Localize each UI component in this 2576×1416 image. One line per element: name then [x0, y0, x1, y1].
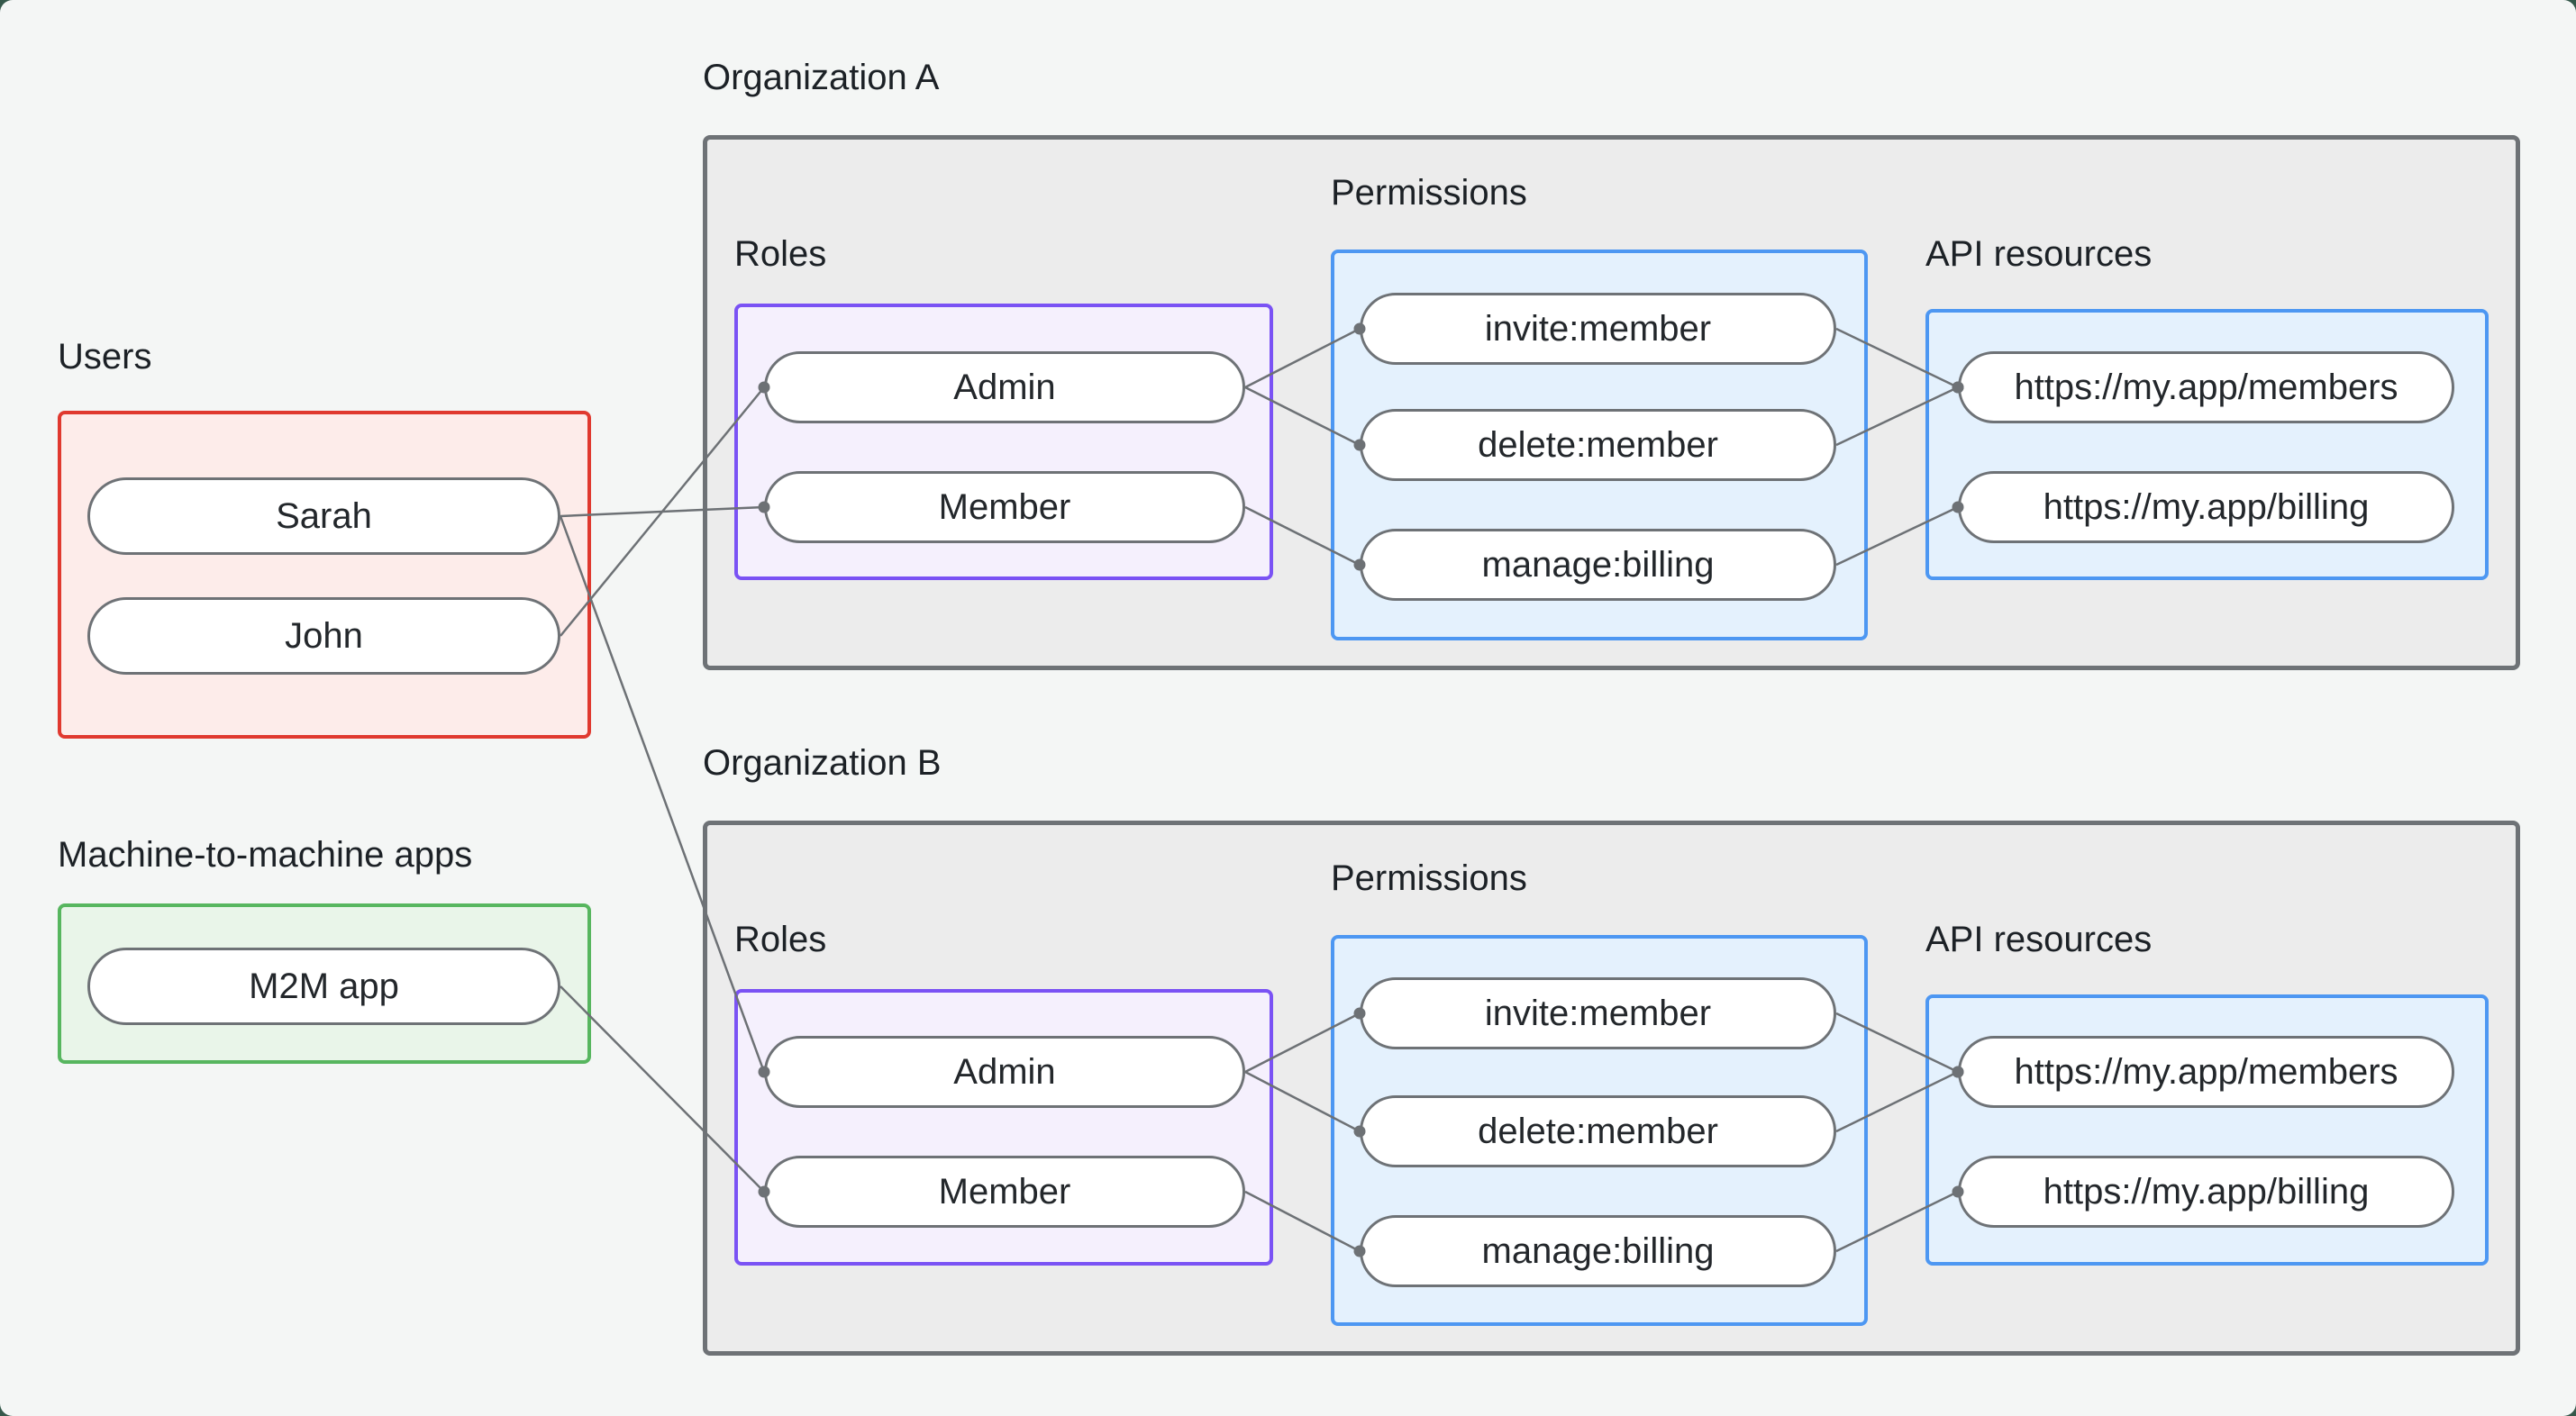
user-node-sarah: Sarah [87, 477, 560, 555]
users-group-box [58, 411, 591, 739]
org-b-role-member: Member [764, 1156, 1245, 1228]
m2m-group-label: Machine-to-machine apps [58, 835, 473, 875]
org-b-permissions-label: Permissions [1331, 858, 1527, 898]
org-b-api-billing: https://my.app/billing [1958, 1156, 2454, 1228]
org-a-role-admin: Admin [764, 351, 1245, 423]
org-b-permission-manage-billing: manage:billing [1360, 1215, 1836, 1287]
org-a-api-billing: https://my.app/billing [1958, 471, 2454, 543]
org-b-title: Organization B [703, 743, 942, 783]
org-a-title: Organization A [703, 58, 940, 97]
users-group-label: Users [58, 337, 152, 377]
org-a-api-members: https://my.app/members [1958, 351, 2454, 423]
org-b-permission-delete-member: delete:member [1360, 1095, 1836, 1167]
user-node-john: John [87, 597, 560, 675]
org-a-permission-manage-billing: manage:billing [1360, 529, 1836, 601]
org-a-roles-label: Roles [734, 234, 827, 274]
org-b-api-members: https://my.app/members [1958, 1036, 2454, 1108]
org-a-role-member: Member [764, 471, 1245, 543]
org-a-permissions-label: Permissions [1331, 173, 1527, 213]
org-b-permission-invite-member: invite:member [1360, 977, 1836, 1049]
org-b-roles-label: Roles [734, 920, 827, 959]
org-a-api-resources-label: API resources [1925, 234, 2153, 274]
org-b-role-admin: Admin [764, 1036, 1245, 1108]
org-b-api-resources-label: API resources [1925, 920, 2153, 959]
org-a-permission-invite-member: invite:member [1360, 293, 1836, 365]
org-a-permission-delete-member: delete:member [1360, 409, 1836, 481]
m2m-app-node: M2M app [87, 948, 560, 1025]
